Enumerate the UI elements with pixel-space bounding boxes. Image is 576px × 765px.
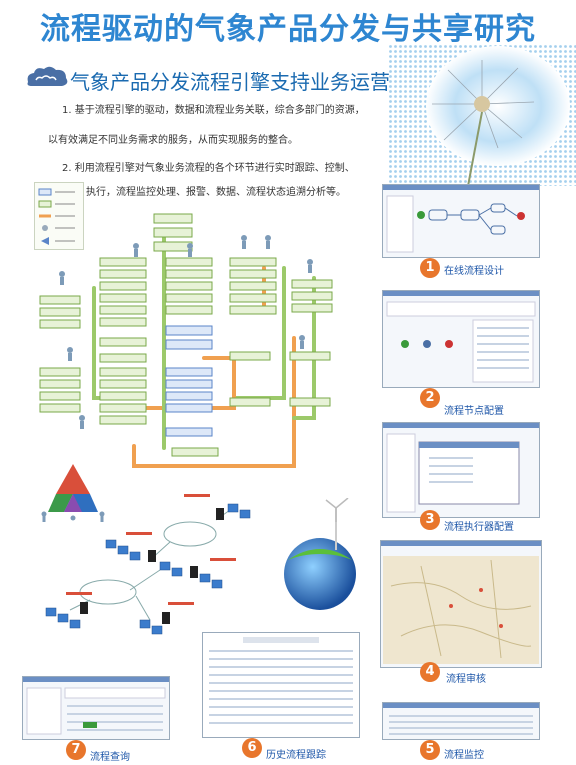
triangle-pyramid-diagram	[41, 464, 105, 522]
intro-line-1: 1. 基于流程引擎的驱动，数据和流程业务关联，综合多部门的资源，	[62, 105, 365, 116]
step-7-label: 流程查询	[90, 752, 130, 763]
step-5-badge: 5	[420, 740, 440, 760]
monitor-preview	[389, 715, 533, 735]
screenshot-3	[382, 422, 540, 518]
node-config-preview	[386, 301, 536, 383]
legend-icons	[38, 188, 75, 245]
intro-line-4: 分析、执行，流程监控处理、报警、数据、流程状态追溯分析等。	[56, 187, 346, 198]
poster-subtitle: 气象产品分发流程引擎支持业务运营	[70, 70, 390, 94]
screenshot-5	[382, 702, 540, 740]
step-2-label: 流程节点配置	[444, 406, 504, 417]
step-4-badge: 4	[420, 662, 440, 682]
step-4-label: 流程审核	[446, 674, 486, 685]
intro-line-2: 以有效满足不同业务需求的服务，从而实现服务的整合。	[48, 135, 298, 146]
step-3-label: 流程执行器配置	[444, 522, 514, 533]
screenshot-4	[380, 540, 542, 668]
intro-line-3: 2. 利用流程引擎对气象业务流程的各个环节进行实时跟踪、控制、	[62, 163, 355, 174]
network-diagram	[45, 494, 251, 635]
step-7-badge: 7	[66, 740, 86, 760]
screenshot-1	[382, 184, 540, 258]
map-review-preview	[383, 556, 539, 664]
step-1-badge: 1	[420, 258, 440, 278]
step-5-label: 流程监控	[444, 750, 484, 761]
step-2-badge: 2	[420, 388, 440, 408]
screenshot-2	[382, 290, 540, 388]
flow-legend	[34, 182, 84, 250]
cloud-logo-icon	[27, 66, 68, 86]
flowchart-diagram	[39, 213, 333, 468]
earth-wind-turbine-image	[284, 498, 356, 610]
screenshot-7	[22, 676, 170, 740]
workflow-design-preview	[386, 195, 525, 253]
executor-config-preview	[386, 433, 520, 513]
step-6-label: 历史流程跟踪	[266, 750, 326, 761]
step-6-badge: 6	[242, 738, 262, 758]
dandelion-image	[388, 44, 576, 186]
query-preview	[26, 687, 166, 735]
step-1-label: 在线流程设计	[444, 266, 504, 277]
history-tracking-preview	[209, 637, 353, 724]
step-3-badge: 3	[420, 510, 440, 530]
screenshot-6	[202, 632, 360, 738]
poster-title: 流程驱动的气象产品分发与共享研究	[40, 12, 536, 47]
